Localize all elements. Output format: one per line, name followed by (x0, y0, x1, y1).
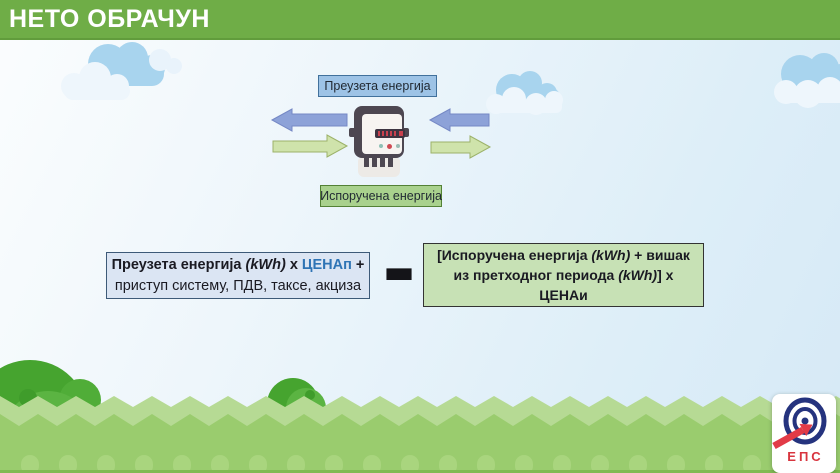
minuend-kwh-unit: (kWh) (245, 256, 286, 273)
meter-indicator-dot (387, 144, 392, 149)
minuend-times: x (285, 256, 302, 273)
meter-terminals (364, 156, 395, 167)
minuend-name: Преузета енергија (111, 256, 246, 273)
meter-mount-tab (349, 128, 357, 137)
fence-dots (21, 455, 837, 473)
slide-header: НЕТО ОБРАЧУН (0, 0, 840, 40)
cloud-icon (486, 71, 563, 115)
hill-front (0, 414, 840, 473)
subtrahend-line2: из претходног периода (kWh)] x (454, 265, 674, 285)
minuend-line1: Преузета енергија (kWh) x ЦЕНАп + (112, 255, 365, 276)
meter-body (354, 106, 405, 158)
cloud-icon (61, 42, 182, 100)
minuend-formula-box: Преузета енергија (kWh) x ЦЕНАп + присту… (106, 252, 370, 299)
subtrahend-price-term: ЦЕНАи (539, 287, 588, 303)
received-energy-label: Преузета енергија (318, 75, 437, 97)
subtrahend-line1: [Испоручена енергија (kWh) + вишак (437, 245, 690, 265)
cloud-icon (774, 53, 840, 108)
page-title: НЕТО ОБРАЧУН (9, 4, 210, 33)
subtrahend-period: из претходног периода (453, 267, 619, 283)
eps-logo: ЕПС (772, 394, 836, 473)
landscape-art (0, 360, 840, 473)
subtrahend-formula-box: [Испоручена енергија (kWh) + вишак из пр… (423, 243, 704, 307)
eps-logo-symbol (772, 397, 827, 450)
subtrahend-kwh-unit-2: (kWh) (618, 267, 658, 283)
subtrahend-close: ] x (657, 267, 674, 283)
meter-face (362, 114, 405, 154)
meter-mount-tab (401, 128, 409, 137)
meter-display (375, 129, 405, 138)
eps-logo-text: ЕПС (787, 449, 824, 464)
minuend-plus: + (351, 256, 365, 273)
meter-indicator-dot (379, 144, 383, 148)
meter-indicator-dot (396, 144, 400, 148)
received-energy-arrow-icon (270, 108, 490, 132)
minus-operator: - (381, 223, 417, 318)
subtrahend-open: [Испоручена енергија (437, 247, 592, 263)
electricity-meter-icon (349, 104, 409, 178)
ground-edge (0, 470, 840, 473)
eps-logo-arrow (772, 423, 813, 450)
minuend-line2: приступ систему, ПДВ, таксе, акциза (114, 277, 362, 294)
subtrahend-kwh-unit-1: (kWh) (591, 247, 631, 263)
subtrahend-plus-surplus: + вишак (630, 247, 690, 263)
delivered-energy-label: Испоручена енергија (320, 185, 442, 207)
minuend-price-term: ЦЕНАп (301, 256, 352, 273)
delivered-energy-arrow-icon (272, 134, 492, 159)
